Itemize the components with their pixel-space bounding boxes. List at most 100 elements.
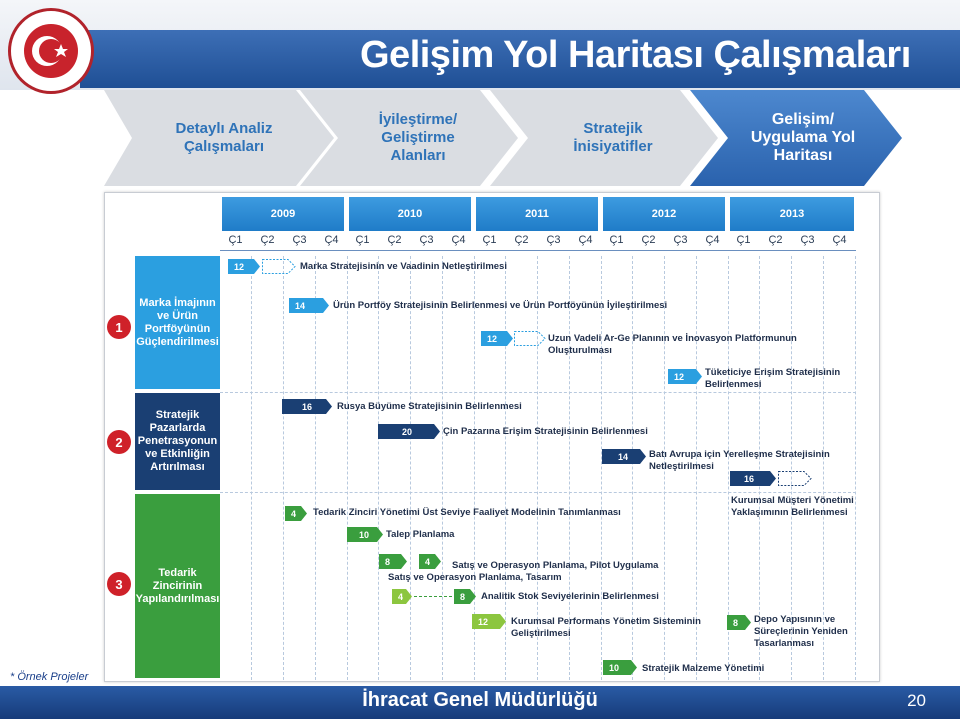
quarter-label: Ç2 <box>641 234 656 246</box>
task-duration-badge: 4 <box>392 589 412 604</box>
chevron-label: İyileştirme/ Geliştirme Alanları <box>378 111 458 164</box>
quarter-label: Ç3 <box>292 234 307 246</box>
chevron-roadmap: Gelişim/ Uygulama Yol Haritası <box>690 90 902 186</box>
grid-line <box>759 256 760 680</box>
grid-line <box>378 256 379 680</box>
title-band <box>80 30 960 88</box>
grid-line <box>251 256 252 680</box>
quarter-label: Ç3 <box>419 234 434 246</box>
task-label: Satış ve Operasyon Planlama, Tasarım <box>388 572 562 583</box>
continuation-arrow-icon <box>262 259 296 274</box>
task-label: Rusya Büyüme Stratejisinin Belirlenmesi <box>337 401 522 412</box>
footer-bar <box>0 686 960 719</box>
grid-line <box>474 256 475 680</box>
task-duration-badge: 12 <box>668 369 702 384</box>
grid-line <box>410 256 411 680</box>
task-duration-badge: 16 <box>730 471 776 486</box>
grid-line <box>569 256 570 680</box>
grid-line <box>632 256 633 680</box>
section-number: 1 <box>107 315 131 339</box>
task-duration-badge: 4 <box>419 554 441 569</box>
chevron-improvement-areas: İyileştirme/ Geliştirme Alanları <box>300 90 518 186</box>
quarter-label: Ç1 <box>736 234 751 246</box>
section-3-box: Tedarik Zincirinin Yapılandırılması <box>135 494 220 678</box>
section-divider <box>220 492 856 493</box>
quarter-label: Ç2 <box>387 234 402 246</box>
grid-line <box>315 256 316 680</box>
footnote: * Örnek Projeler <box>10 671 89 683</box>
task-label: Tedarik Zinciri Yönetimi Üst Seviye Faal… <box>313 507 621 518</box>
task-duration-badge: 20 <box>378 424 440 439</box>
grid-line <box>601 256 602 680</box>
chevron-detailed-analysis: Detaylı Analiz Çalışmaları <box>104 90 334 186</box>
section-number: 3 <box>107 572 131 596</box>
task-duration-badge: 14 <box>602 449 646 464</box>
grid-line <box>664 256 665 680</box>
task-label: Tüketiciye Erişim Stratejisinin Belirlen… <box>705 367 841 390</box>
chevron-label: Stratejik İnisiyatifler <box>573 120 653 155</box>
task-label: Stratejik Malzeme Yönetimi <box>642 663 765 674</box>
ministry-logo <box>8 8 94 94</box>
task-duration-badge: 12 <box>472 614 506 629</box>
quarter-label: Ç4 <box>324 234 339 246</box>
grid-line <box>823 256 824 680</box>
task-label: Ürün Portföy Stratejisinin Belirlenmesi … <box>333 300 668 311</box>
task-label: Kurumsal Müşteri Yönetimi Yaklaşımının B… <box>731 495 854 518</box>
grid-line <box>791 256 792 680</box>
task-label: Kurumsal Performans Yönetim Sisteminin G… <box>511 616 701 639</box>
task-duration-badge: 12 <box>481 331 513 346</box>
section-divider <box>220 392 856 393</box>
grid-line <box>347 256 348 680</box>
task-label: Uzun Vadeli Ar-Ge Planının ve İnovasyon … <box>548 333 797 356</box>
task-duration-badge: 10 <box>347 527 383 542</box>
grid-line <box>442 256 443 680</box>
task-duration-badge: 10 <box>603 660 637 675</box>
quarter-label: Ç3 <box>800 234 815 246</box>
grid-line <box>728 256 729 680</box>
page-title: Gelişim Yol Haritası Çalışmaları <box>360 34 911 76</box>
task-duration-badge: 12 <box>228 259 260 274</box>
grid-line <box>537 256 538 680</box>
task-label: Batı Avrupa için Yerelleşme Stratejisini… <box>649 449 830 472</box>
year-header: 2013 <box>730 197 854 231</box>
quarter-label: Ç1 <box>355 234 370 246</box>
page-number: 20 <box>907 691 926 710</box>
year-header: 2012 <box>603 197 725 231</box>
quarter-label: Ç2 <box>768 234 783 246</box>
task-label: Çin Pazarına Erişim Stratejisinin Belirl… <box>443 426 648 437</box>
chevron-label: Gelişim/ Uygulama Yol Haritası <box>750 111 856 164</box>
task-duration-badge: 16 <box>282 399 332 414</box>
chevron-strategic-initiatives: Stratejik İnisiyatifler <box>490 90 718 186</box>
quarter-label: Ç1 <box>228 234 243 246</box>
crescent-star-icon <box>32 36 68 66</box>
task-label: Analitik Stok Seviyelerinin Belirlenmesi <box>481 591 659 602</box>
quarter-label: Ç3 <box>546 234 561 246</box>
quarter-label: Ç4 <box>705 234 720 246</box>
section-number: 2 <box>107 430 131 454</box>
grid-line <box>505 256 506 680</box>
quarter-label: Ç1 <box>482 234 497 246</box>
task-duration-badge: 4 <box>285 506 307 521</box>
section-2-box: Stratejik Pazarlarda Penetrasyonun ve Et… <box>135 393 220 490</box>
year-header: 2010 <box>349 197 471 231</box>
footer-title: İhracat Genel Müdürlüğü <box>362 689 598 711</box>
grid-line <box>696 256 697 680</box>
task-label: Marka Stratejisinin ve Vaadinin Netleşti… <box>300 261 507 272</box>
year-header: 2011 <box>476 197 598 231</box>
grid-line <box>283 256 284 680</box>
continuation-arrow-icon <box>778 471 812 486</box>
dependency-line <box>414 596 452 597</box>
task-duration-badge: 8 <box>727 615 751 630</box>
task-label: Depo Yapısının ve Süreçlerinin Yeniden T… <box>754 614 848 649</box>
quarter-label: Ç2 <box>260 234 275 246</box>
chevron-label: Detaylı Analiz Çalışmaları <box>175 120 273 155</box>
quarter-label: Ç4 <box>578 234 593 246</box>
section-1-box: Marka İmajının ve Ürün Portföyünün Güçle… <box>135 256 220 389</box>
quarter-label: Ç1 <box>609 234 624 246</box>
quarter-label: Ç4 <box>832 234 847 246</box>
continuation-arrow-icon <box>514 331 546 346</box>
grid-line <box>855 256 856 680</box>
quarter-label: Ç3 <box>673 234 688 246</box>
task-label: Satış ve Operasyon Planlama, Pilot Uygul… <box>452 560 659 571</box>
year-header: 2009 <box>222 197 344 231</box>
